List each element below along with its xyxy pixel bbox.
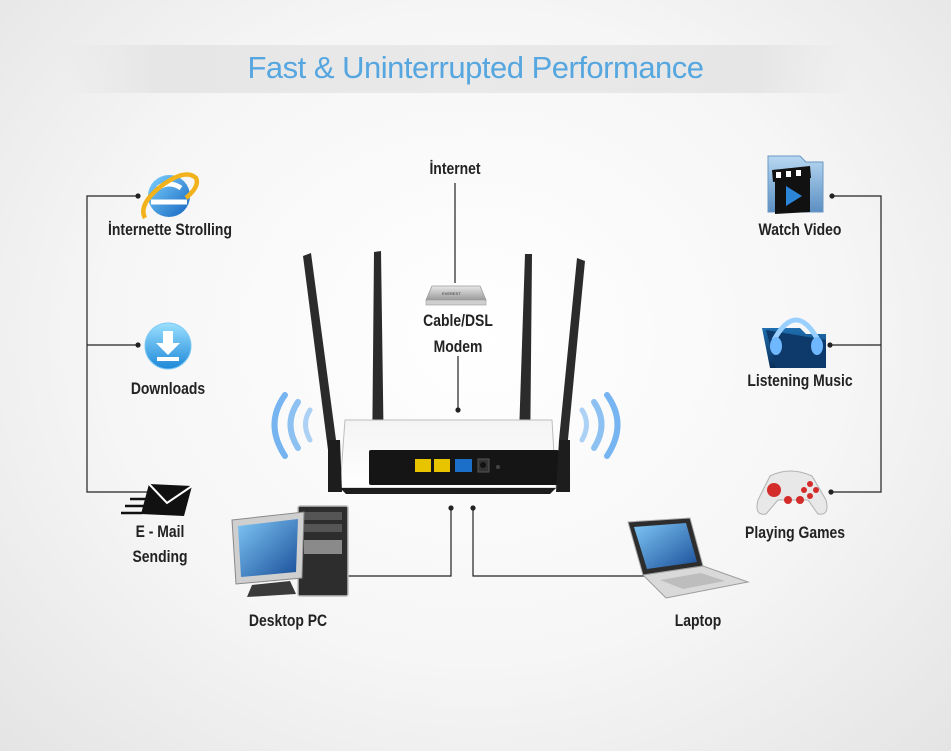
laptop-icon bbox=[627, 517, 750, 599]
video-folder-icon bbox=[767, 155, 824, 214]
music-folder-icon bbox=[762, 317, 826, 368]
page-title: Fast & Uninterrupted Performance bbox=[247, 50, 704, 85]
left-bus-line bbox=[86, 195, 150, 493]
downloads-label: Downloads bbox=[130, 379, 206, 398]
download-icon bbox=[144, 322, 192, 370]
antenna-1 bbox=[303, 253, 336, 450]
svg-text:EVEREST: EVEREST bbox=[442, 291, 461, 296]
gamepad-icon bbox=[756, 470, 828, 515]
desktop-pc-icon bbox=[231, 505, 349, 597]
right-bus-line bbox=[831, 195, 882, 493]
antenna-2 bbox=[372, 251, 384, 465]
antenna-3 bbox=[518, 254, 532, 465]
internet-label: İnternet bbox=[429, 159, 481, 178]
email-icon bbox=[121, 483, 193, 516]
header-banner bbox=[60, 45, 855, 93]
laptop-connector bbox=[472, 508, 655, 577]
wifi-signal-icon bbox=[271, 392, 621, 459]
email-label-line1: E - Mail bbox=[135, 522, 185, 541]
desktop-label: Desktop PC bbox=[248, 611, 328, 630]
connector-lines bbox=[86, 183, 882, 577]
email-label-line2: Sending bbox=[132, 547, 188, 566]
desktop-connector bbox=[345, 508, 452, 577]
video-label: Watch Video bbox=[758, 220, 842, 239]
laptop-label: Laptop bbox=[674, 611, 722, 630]
music-label: Listening Music bbox=[747, 371, 853, 390]
connector-dots bbox=[135, 193, 835, 511]
router-icon bbox=[303, 251, 585, 494]
browsing-label: İnternette Strolling bbox=[108, 220, 232, 239]
games-label: Playing Games bbox=[745, 523, 845, 542]
modem-icon: EVEREST bbox=[425, 285, 487, 306]
modem-label-line2: Modem bbox=[433, 337, 483, 356]
ie-browser-icon bbox=[141, 172, 200, 220]
antenna-4 bbox=[559, 258, 585, 450]
modem-label-line1: Cable/DSL bbox=[423, 311, 493, 330]
